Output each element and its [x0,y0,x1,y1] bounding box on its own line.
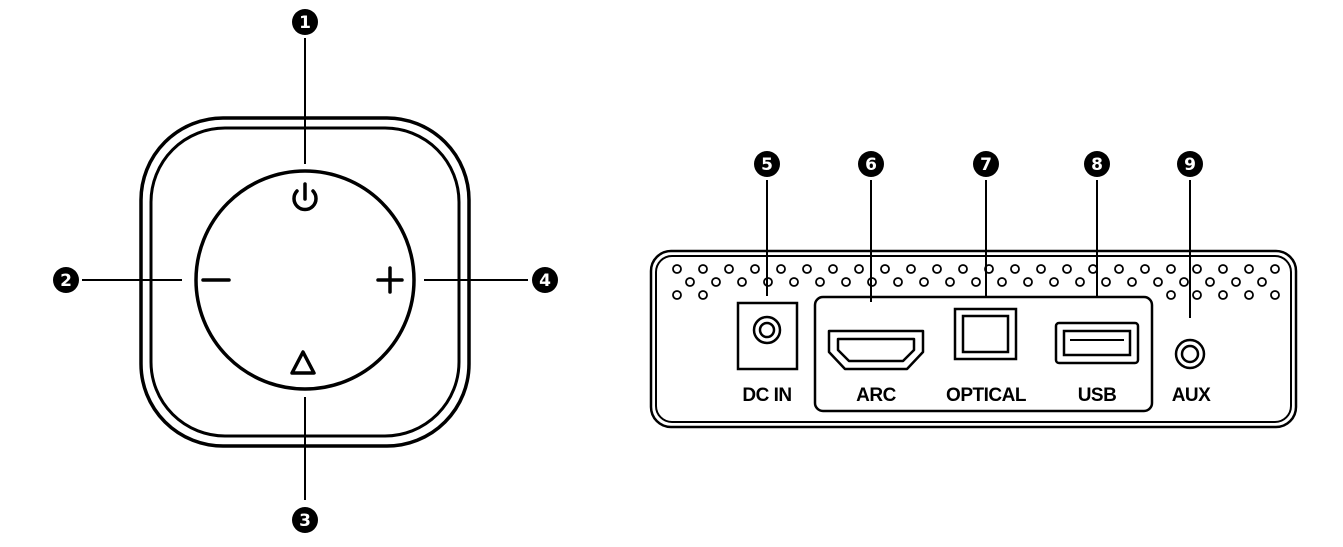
control-leader-lines [82,38,528,500]
grille-hole [698,264,708,274]
grille-hole [1205,277,1215,287]
grille-hole [1010,264,1020,274]
grille-hole [672,290,682,300]
callout-1-number: 1 [299,13,311,33]
grille-hole [945,277,955,287]
grille-hole [919,277,929,287]
optical-label: OPTICAL [946,385,1027,406]
grille-hole [841,277,851,287]
rear-panel [649,249,1298,429]
grille-hole [971,277,981,287]
grille-hole [1153,277,1163,287]
callout-9: 9 [1177,151,1203,177]
usb-port-icon[interactable] [1054,321,1140,365]
callout-6-number: 6 [865,155,877,175]
control-dial[interactable] [194,169,416,391]
rear-panel-inner-frame [655,255,1292,423]
rear-leader-lines [766,180,1191,318]
grille-hole [1231,277,1241,287]
hdmi-port-icon[interactable] [827,329,925,371]
arc-label: ARC [856,385,896,406]
power-icon[interactable] [292,182,318,212]
grille-hole [906,264,916,274]
grille-hole [1166,264,1176,274]
callout-1: 1 [292,9,318,35]
grille-hole [1218,290,1228,300]
grille-hole [893,277,903,287]
dc-in-label: DC IN [742,385,791,406]
grille-hole [815,277,825,287]
grille-hole [1244,290,1254,300]
grille-hole [1049,277,1059,287]
grille-hole [1101,277,1111,287]
port-group-frame [813,295,1154,413]
grille-hole [1270,290,1280,300]
callout-3-number: 3 [299,511,311,531]
grille-hole [737,277,747,287]
grille-hole [854,264,864,274]
grille-hole [789,277,799,287]
grille-hole [1179,277,1189,287]
grille-hole [1127,277,1137,287]
dc-jack-icon[interactable] [736,301,799,371]
grille-hole [711,277,721,287]
callout-4: 4 [532,267,558,293]
grille-hole [672,264,682,274]
grille-hole [724,264,734,274]
grille-hole [1192,290,1202,300]
callout-2: 2 [53,267,79,293]
grille-hole [880,264,890,274]
grille-hole [1257,277,1267,287]
grille-hole [698,290,708,300]
grille-hole [1166,290,1176,300]
callout-6: 6 [858,151,884,177]
grille-hole [1192,264,1202,274]
callout-9-number: 9 [1184,155,1196,175]
grille-hole [1140,264,1150,274]
grille-hole [685,277,695,287]
callout-7: 7 [973,151,999,177]
grille-hole [1114,264,1124,274]
control-panel [139,116,471,448]
grille-hole [1023,277,1033,287]
callout-2-number: 2 [60,271,72,291]
callout-5-number: 5 [761,155,773,175]
control-panel-outer-frame [139,116,471,448]
grille-hole [1244,264,1254,274]
callout-5: 5 [754,151,780,177]
grille-hole [828,264,838,274]
callout-8: 8 [1084,151,1110,177]
grille-hole [1075,277,1085,287]
grille-hole [1036,264,1046,274]
source-triangle-icon[interactable] [290,350,316,375]
aux-jack-icon[interactable] [1174,338,1206,370]
grille-hole [750,264,760,274]
callout-4-number: 4 [539,271,551,291]
callout-3: 3 [292,507,318,533]
grille-hole [1218,264,1228,274]
callout-8-number: 8 [1091,155,1103,175]
grille-hole [776,264,786,274]
grille-hole [958,264,968,274]
plus-icon[interactable] [376,266,404,294]
aux-label: AUX [1172,385,1211,406]
grille-hole [997,277,1007,287]
grille-hole [1062,264,1072,274]
optical-port-icon[interactable] [953,307,1018,361]
grille-hole [932,264,942,274]
grille-hole [1088,264,1098,274]
grille-hole [1270,264,1280,274]
rear-panel-outer-frame [649,249,1298,429]
usb-label: USB [1078,385,1117,406]
grille-hole [802,264,812,274]
speaker-grille [672,264,1280,300]
callout-7-number: 7 [980,155,992,175]
